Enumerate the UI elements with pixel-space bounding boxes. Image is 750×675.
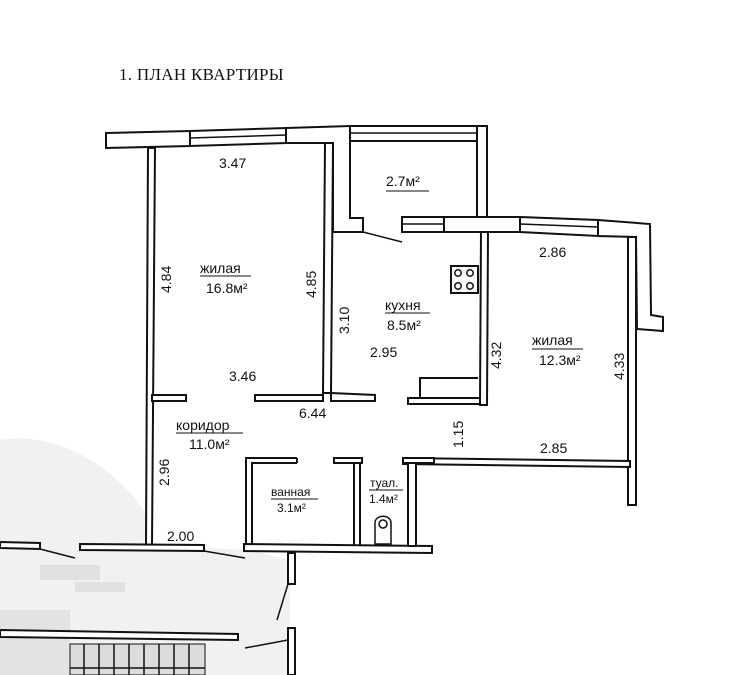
kitchen-walls — [254, 377, 481, 405]
toilet-bowl-icon — [374, 515, 392, 545]
room-label-toilet: туал. 1.4м² — [369, 476, 403, 506]
room-area: 11.0м² — [189, 436, 230, 452]
dimension-label: 2.86 — [539, 244, 566, 260]
dimension-label: 4.85 — [303, 271, 319, 298]
dimension-label: 1.15 — [450, 421, 466, 448]
room-label-bathroom: ванная 3.1м² — [271, 485, 318, 515]
room-area: 1.4м² — [369, 492, 398, 506]
dimension-label: 6.44 — [299, 405, 326, 421]
dimension-label: 3.10 — [336, 307, 352, 334]
room-area: 3.1м² — [277, 501, 306, 515]
dimension-label: 4.33 — [611, 353, 627, 380]
dimension-label: 3.47 — [219, 155, 246, 171]
entrance-door — [244, 552, 296, 675]
room-name: жилая — [200, 260, 241, 276]
room-label-kitchen: кухня 8.5м² — [385, 297, 430, 333]
corridor-walls — [0, 394, 246, 559]
dimension-label: 2.00 — [167, 528, 194, 544]
bathroom-walls — [243, 457, 433, 555]
dimension-label: 4.84 — [158, 266, 174, 293]
common-hallway-area — [0, 438, 290, 675]
room-name: жилая — [532, 332, 573, 348]
stove-icon — [450, 265, 479, 294]
wall-living-left — [105, 124, 364, 546]
room-area: 12.3м² — [539, 352, 581, 368]
room-area: 8.5м² — [387, 317, 421, 333]
room-label-balcony: 2.7м² — [386, 173, 429, 192]
room-name: туал. — [370, 476, 399, 490]
dimension-label: 3.46 — [229, 368, 256, 384]
dimension-label: 2.95 — [370, 344, 397, 360]
plan-title: 1. ПЛАН КВАРТИРЫ — [119, 65, 284, 84]
staircase-icon — [0, 628, 239, 675]
room-name: кухня — [385, 297, 421, 313]
room-label-living-right: жилая 12.3м² — [532, 332, 583, 368]
dimension-label: 2.96 — [156, 459, 172, 486]
dimension-label: 2.85 — [540, 440, 567, 456]
room-area: 2.7м² — [386, 173, 420, 189]
room-name: ванная — [271, 485, 310, 499]
dimension-label: 4.32 — [488, 342, 504, 369]
room-name: коридор — [176, 417, 230, 433]
room-label-living-left: жилая 16.8м² — [200, 260, 251, 296]
room-label-corridor: коридор 11.0м² — [176, 417, 243, 452]
room-area: 16.8м² — [206, 280, 248, 296]
toilet-walls — [402, 457, 435, 547]
